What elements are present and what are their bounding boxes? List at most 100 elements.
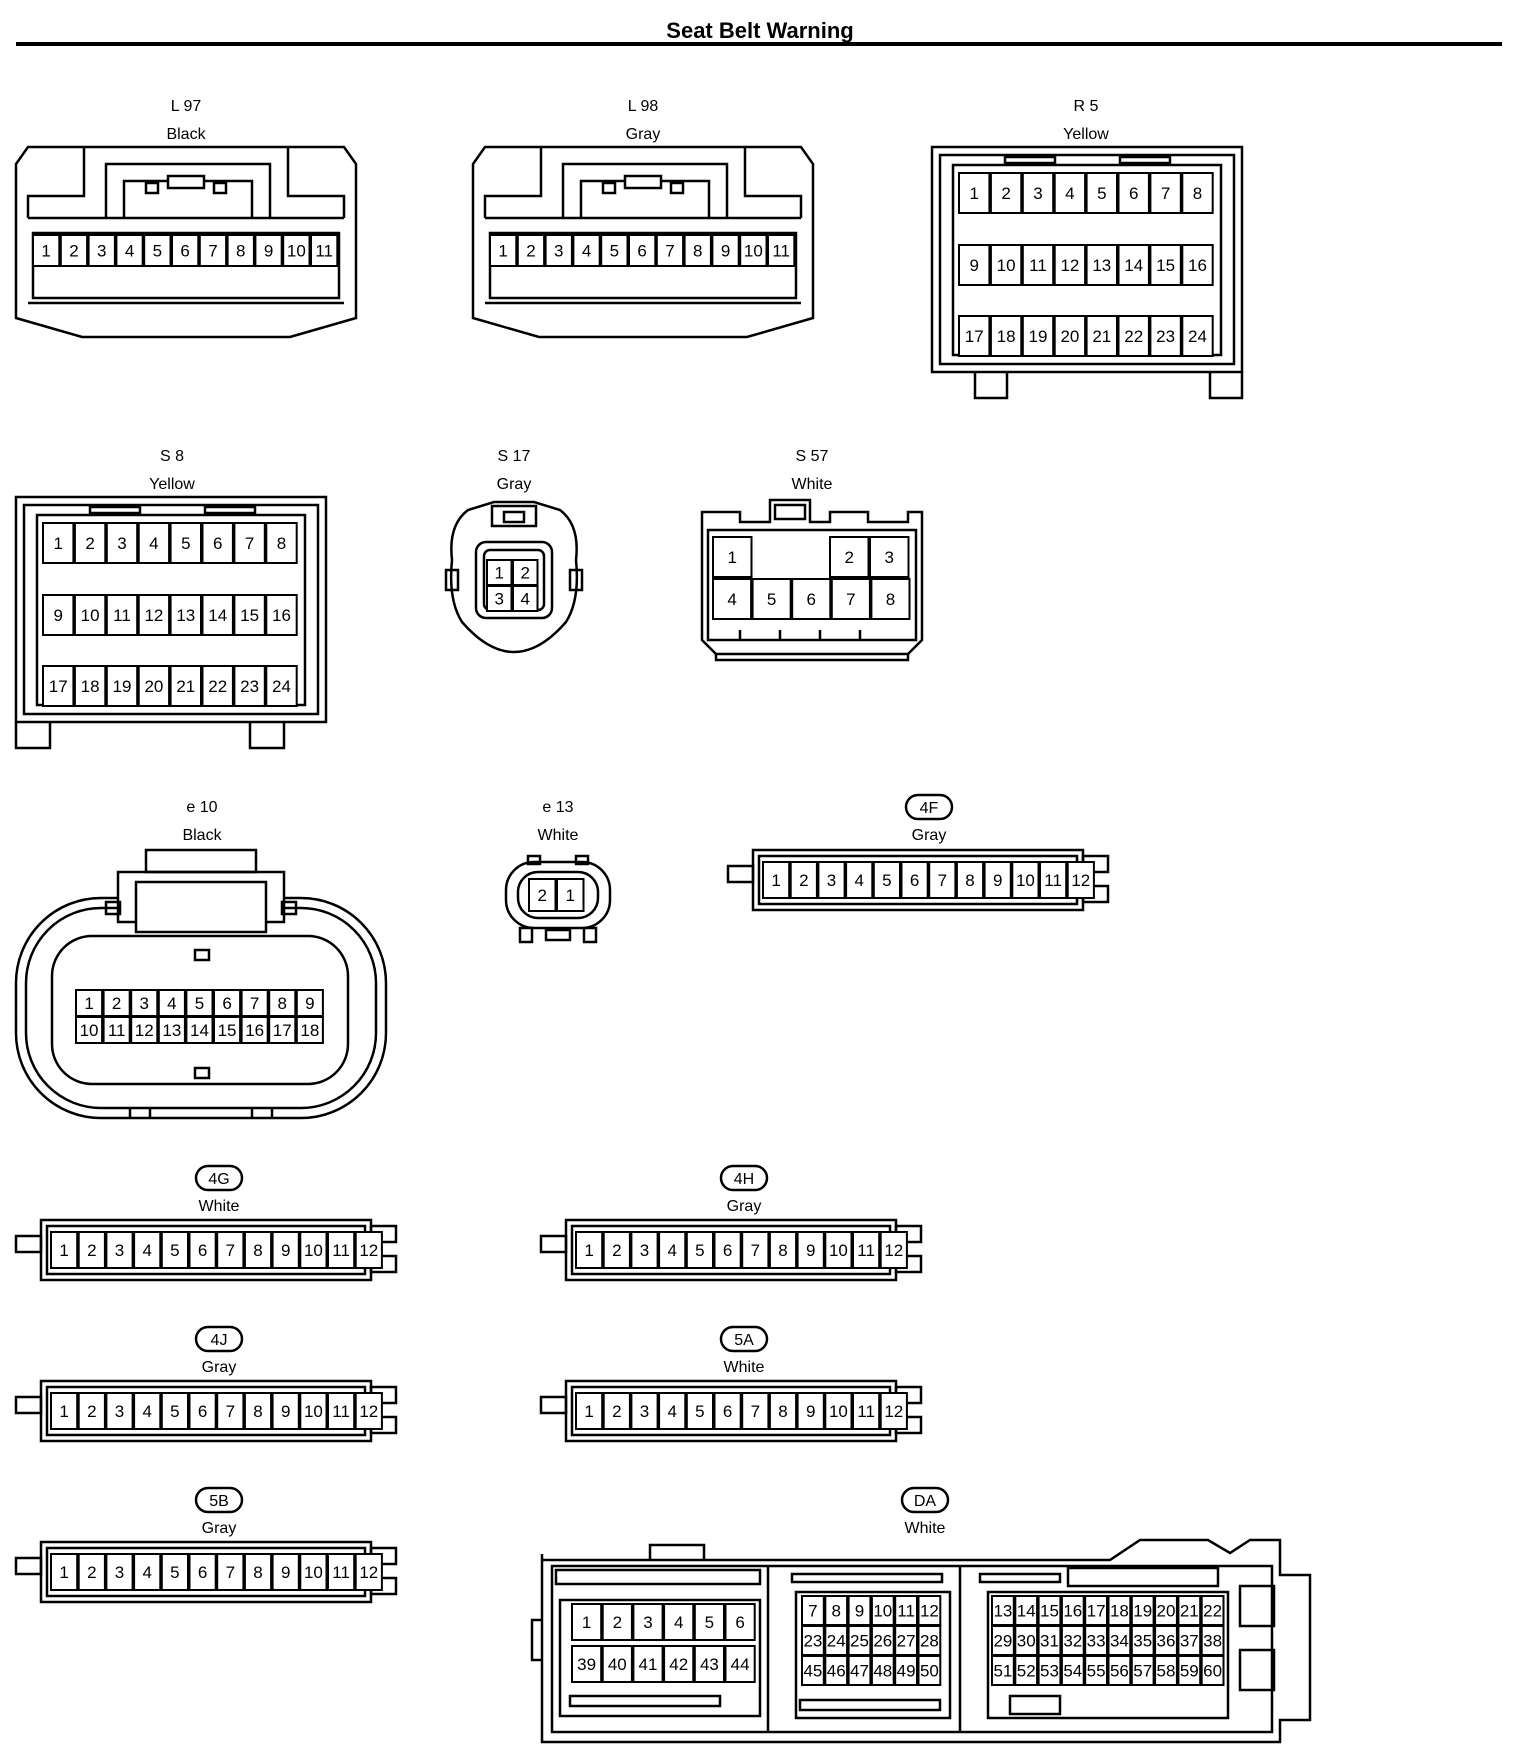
pin-number-r5-7: 7 [1161,184,1170,203]
pin-number-4f-10: 10 [1016,871,1035,890]
pin-cell [77,1392,106,1430]
pin-cell [900,861,929,899]
connector-r5-color: Yellow [1063,126,1109,143]
pin-cell [105,1392,134,1430]
pin-cell [1130,1655,1155,1686]
pin-cell [713,1231,742,1269]
pin-number-da-17: 17 [1087,1602,1106,1621]
pin-cell [1085,172,1118,214]
pin-cell [265,522,298,564]
pin-number-s8-22: 22 [208,677,227,696]
pin-number-s57-6: 6 [807,590,816,609]
pin-cell [299,1392,328,1430]
pin-cell [354,1392,383,1430]
pin-cell [1021,172,1055,214]
pin-number-da-27: 27 [897,1632,916,1651]
pin-number-r5-1: 1 [969,184,978,203]
connector-e10-housing [14,848,388,1120]
pin-cell [601,1645,633,1683]
connector-l97-housing [14,145,358,339]
pin-cell [683,234,712,267]
pin-cell [796,1231,825,1269]
pin-number-e10-12: 12 [135,1021,154,1040]
pin-cell [685,1392,714,1430]
pin-cell [663,1603,695,1641]
pin-number-da-50: 50 [920,1662,939,1681]
pin-cell [226,234,255,267]
pin-number-e13-1: 1 [566,886,575,905]
pin-number-da-54: 54 [1063,1662,1082,1681]
pin-cell [630,1392,659,1430]
pin-number-r5-11: 11 [1029,256,1047,275]
pin-number-4g-10: 10 [304,1241,323,1260]
pin-number-da-42: 42 [669,1655,688,1674]
pin-cell [768,1231,798,1269]
pin-cell [160,1553,190,1591]
pin-cell [516,234,546,267]
pin-number-da-6: 6 [735,1613,744,1632]
connector-e13-id: e 13 [542,799,573,816]
pin-cell [169,665,203,707]
connector-da-id: DA [914,1493,937,1510]
pin-cell [1021,315,1055,357]
strip-housing-part [14,1556,43,1576]
pin-cell [958,172,991,214]
pin-number-da-3: 3 [643,1613,652,1632]
pin-number-4h-4: 4 [667,1241,676,1260]
connector-da-housing [530,1538,1312,1744]
pin-number-4g-1: 1 [59,1241,68,1260]
pin-cell [630,1231,659,1269]
pin-number-4g-5: 5 [170,1241,179,1260]
pin-number-4h-3: 3 [640,1241,649,1260]
pin-number-da-7: 7 [808,1602,817,1621]
pin-number-e10-6: 6 [222,994,231,1013]
pin-number-l97-2: 2 [69,242,78,261]
pin-cell [762,861,791,899]
pin-number-5b-8: 8 [253,1563,262,1582]
pin-number-r5-17: 17 [965,327,984,346]
strip-housing-part [14,1395,43,1415]
pin-number-4f-6: 6 [910,871,919,890]
pin-cell [133,1392,162,1430]
pin-cell [201,522,234,564]
connector-s57-color: White [792,476,833,493]
pin-cell [105,522,139,564]
pin-cell [571,1603,603,1641]
connector-5b-color: Gray [202,1520,237,1537]
pin-cell [216,1553,245,1591]
pin-cell [188,1553,217,1591]
pin-number-da-37: 37 [1180,1632,1199,1651]
connector-s17-id: S 17 [498,448,531,465]
pin-number-l98-11: 11 [772,242,790,261]
pin-cell [295,989,324,1017]
pin-number-da-15: 15 [1040,1602,1059,1621]
pin-cell [958,244,991,286]
pin-number-s8-9: 9 [53,606,62,625]
pin-cell [105,594,139,636]
pin-cell [824,1231,853,1269]
pin-number-da-52: 52 [1017,1662,1036,1681]
pin-cell [796,1392,825,1430]
pin-cell [243,1553,273,1591]
connector-4j-id: 4J [211,1332,228,1349]
pin-number-s8-21: 21 [176,677,195,696]
pin-number-r5-3: 3 [1033,184,1042,203]
pin-number-s8-23: 23 [240,677,259,696]
connector-l98-color: Gray [626,126,661,143]
pin-number-da-10: 10 [873,1602,892,1621]
pin-number-s8-11: 11 [113,606,131,625]
pin-number-s8-10: 10 [81,606,100,625]
pin-number-da-16: 16 [1063,1602,1082,1621]
pin-number-5b-6: 6 [198,1563,207,1582]
pin-number-da-13: 13 [993,1602,1012,1621]
pin-cell [137,522,171,564]
pin-number-s8-20: 20 [144,677,163,696]
connector-4j-id-badge [194,1325,244,1353]
pin-number-da-60: 60 [1203,1662,1222,1681]
pin-number-5a-11: 11 [857,1402,875,1421]
pin-number-4h-2: 2 [612,1241,621,1260]
pin-cell [105,1553,134,1591]
pin-number-da-23: 23 [803,1632,822,1651]
